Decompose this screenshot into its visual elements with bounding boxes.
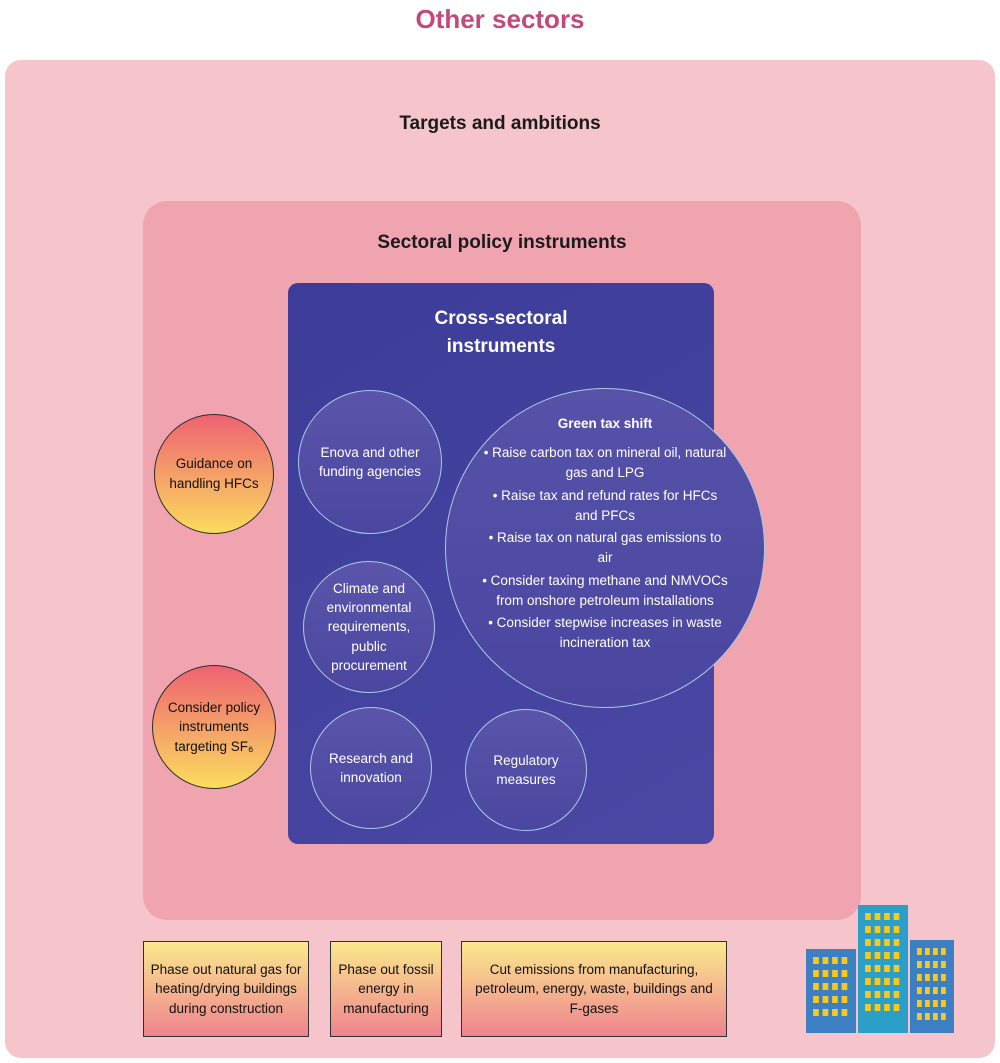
measure-box-natural-gas-construction-label: Phase out natural gas for heating/drying… [150, 961, 302, 1016]
circle-research-innovation: Research and innovation [310, 707, 432, 829]
measure-box-fossil-energy-manufacturing-label: Phase out fossil energy in manufacturing [338, 961, 434, 1016]
circle-enova-funding: Enova and other funding agencies [298, 390, 442, 534]
circle-enova-funding-label: Enova and other funding agencies [318, 444, 422, 479]
circle-guidance-hfcs: Guidance on handling HFCs [154, 414, 274, 534]
green-tax-item: • Consider taxing methane and NMVOCs fro… [482, 572, 728, 608]
cross-sectoral-instruments-region: Cross-sectoral instruments Green tax shi… [288, 283, 765, 844]
green-tax-shift-circle: Green tax shift • Raise carbon tax on mi… [445, 388, 765, 708]
circle-regulatory-measures: Regulatory measures [465, 709, 587, 831]
green-tax-item: • Raise carbon tax on mineral oil, natur… [483, 445, 727, 481]
page-title: Other sectors [415, 4, 585, 34]
green-tax-item: • Raise tax on natural gas emissions to … [488, 530, 722, 566]
circle-research-innovation-label: Research and innovation [328, 750, 414, 785]
measure-box-fossil-energy-manufacturing: Phase out fossil energy in manufacturing [330, 941, 442, 1037]
measure-box-natural-gas-construction: Phase out natural gas for heating/drying… [143, 941, 309, 1037]
targets-ambitions-region: Targets and ambitions Sectoral policy in… [5, 60, 995, 1058]
sectoral-instruments-label: Sectoral policy instruments [377, 232, 627, 253]
measure-box-cut-emissions: Cut emissions from manufacturing, petrol… [461, 941, 727, 1037]
circle-climate-procurement: Climate and environmental requirements, … [303, 561, 435, 693]
sectoral-instruments-region: Sectoral policy instruments Cross-sector… [143, 201, 861, 920]
buildings-icon [800, 903, 960, 1033]
circle-sf6-instruments: Consider policy instruments targeting SF… [152, 665, 276, 789]
green-tax-shift-title: Green tax shift [557, 416, 653, 431]
green-tax-item: • Raise tax and refund rates for HFCs an… [492, 487, 718, 523]
circle-guidance-hfcs-label: Guidance on handling HFCs [169, 456, 259, 491]
cross-sectoral-title: Cross-sectoral instruments [434, 308, 568, 357]
circle-regulatory-measures-label: Regulatory measures [493, 752, 559, 787]
targets-ambitions-label: Targets and ambitions [399, 113, 601, 134]
green-tax-item: • Consider stepwise increases in waste i… [488, 615, 722, 651]
circle-sf6-instruments-label: Consider policy instruments targeting SF… [167, 699, 261, 754]
green-tax-shift-content: Green tax shift • Raise carbon tax on mi… [446, 389, 764, 656]
circle-climate-procurement-label: Climate and environmental requirements, … [326, 581, 412, 673]
measure-box-cut-emissions-label: Cut emissions from manufacturing, petrol… [475, 961, 713, 1016]
